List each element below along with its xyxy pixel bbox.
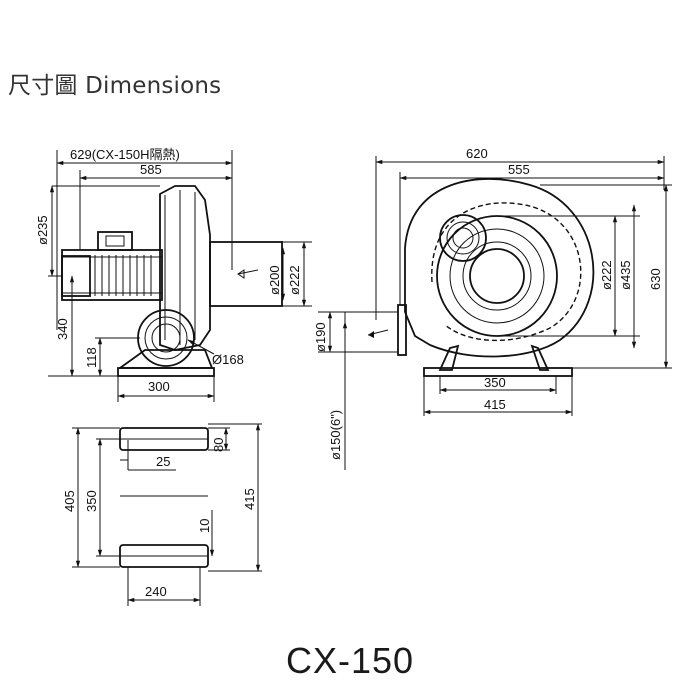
inlet-ring-outer <box>137 309 195 367</box>
dim-10: 10 <box>197 519 212 533</box>
dim-118: 118 <box>84 347 99 368</box>
dim-350-front: 350 <box>484 375 506 390</box>
volute-outer <box>404 178 595 358</box>
dim-415-front: 415 <box>484 397 506 412</box>
dim-629: 629(CX-150H隔熱) <box>70 147 180 162</box>
front-view: 620 555 ø222 ø435 630 ø190 ø150(6") 350 <box>313 146 672 470</box>
dim-240: 240 <box>145 584 167 599</box>
base-view: 80 25 405 350 10 415 240 <box>62 423 262 606</box>
dim-190: ø190 <box>313 322 328 352</box>
dim-630: 630 <box>648 268 663 290</box>
dim-415-base: 415 <box>242 488 257 510</box>
side-view: 629(CX-150H隔熱) 585 ø235 340 118 300 ø200… <box>35 147 312 402</box>
front-base <box>423 367 573 377</box>
page-title: 尺寸圖 Dimensions <box>8 73 222 99</box>
front-foot-left <box>438 344 460 371</box>
dim-350-base: 350 <box>84 490 99 512</box>
dim-168: Ø168 <box>212 352 244 367</box>
dim-620: 620 <box>466 146 488 161</box>
dim-435: ø435 <box>618 260 633 290</box>
dim-300: 300 <box>148 379 170 394</box>
dim-25: 25 <box>156 454 170 469</box>
model-label: CX-150 <box>285 640 415 681</box>
dim-222-front: ø222 <box>599 260 614 290</box>
volute-inner-dashed <box>431 202 582 342</box>
dim-222-side: ø222 <box>287 265 302 295</box>
dim-555: 555 <box>508 162 530 177</box>
dim-80: 80 <box>211 438 226 452</box>
motor-flange <box>439 214 487 262</box>
front-foot-right <box>530 344 550 371</box>
motor-fins <box>94 255 152 296</box>
dim-340: 340 <box>55 318 70 340</box>
dim-235: ø235 <box>35 215 50 245</box>
dim-585: 585 <box>140 162 162 177</box>
dim-405: 405 <box>62 490 77 512</box>
dim-200: ø200 <box>267 265 282 295</box>
fan-housing <box>159 185 211 351</box>
dim-150: ø150(6") <box>328 410 343 460</box>
inlet-opening <box>469 248 525 304</box>
terminal-box <box>97 231 133 251</box>
inlet-ring <box>436 215 558 337</box>
